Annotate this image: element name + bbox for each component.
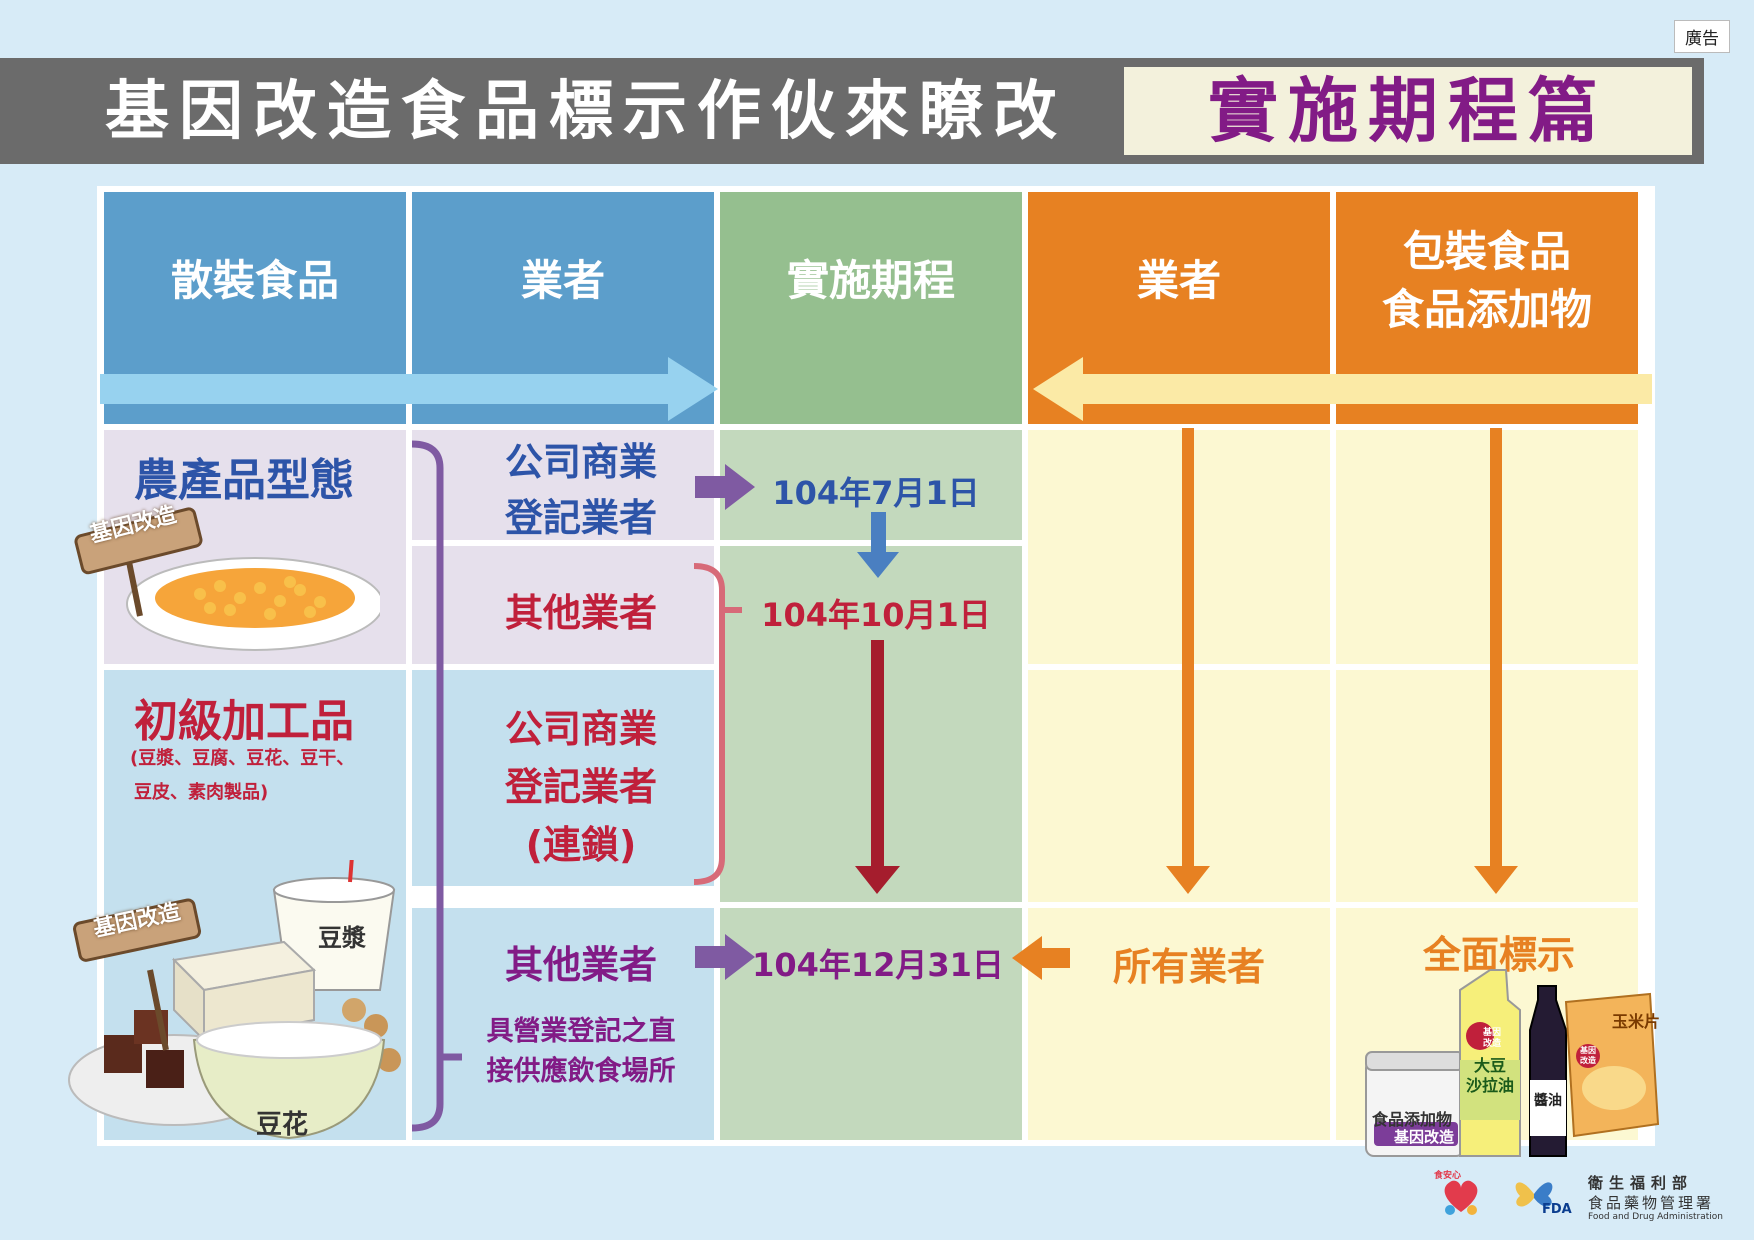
cornflakes-gmo-badge-line2: 改造 (1580, 1056, 1596, 1065)
arrow-operator-down (1166, 428, 1210, 894)
date-2: 104年10月1日 (761, 596, 991, 634)
salad-oil-line2: 沙拉油 (1465, 1076, 1514, 1095)
fda-logo-text: FDA (1542, 1202, 1572, 1217)
additive-label: 食品添加物 (1372, 1110, 1453, 1129)
food-safety-logo-icon (1444, 1180, 1478, 1215)
arrow-to-date-1 (695, 464, 755, 510)
cell-other-ops-1 (412, 546, 714, 664)
primary-examples-line1: (豆漿、豆腐、豆花、豆干、 (130, 748, 355, 769)
primary-examples-line2: 豆皮、素肉製品) (134, 782, 269, 803)
fda-butterfly-icon (1515, 1182, 1553, 1207)
header-packaged-line1: 包裝食品 (1402, 227, 1571, 276)
company-reg-1-line1: 公司商業 (504, 440, 657, 484)
ministry-name: 衛生福利部 (1588, 1174, 1694, 1192)
arrow-date1-to-date2 (857, 512, 899, 578)
page-subtitle: 實施期程篇 (1124, 67, 1692, 155)
salad-oil-line1: 大豆 (1473, 1056, 1506, 1075)
company-reg-2-line1: 公司商業 (504, 707, 657, 751)
cell-right-1 (1028, 430, 1330, 664)
company-reg-1-line2: 登記業者 (504, 496, 657, 540)
other-ops-1-label: 其他業者 (504, 591, 657, 635)
arrow-date2-to-date3 (855, 640, 900, 894)
purple-bracket (411, 440, 444, 1132)
agency-name: 食品藥物管理署 (1588, 1194, 1715, 1212)
douhua-label: 豆花 (256, 1110, 309, 1140)
cell-company-reg-1 (412, 430, 714, 540)
header-packaged-line2: 食品添加物 (1381, 285, 1592, 334)
header-schedule: 實施期程 (720, 192, 1022, 424)
date-3: 104年12月31日 (752, 946, 1004, 984)
oil-gmo-badge-line1: 基因 (1482, 1028, 1501, 1038)
cornflakes-gmo-badge-line1: 基因 (1580, 1046, 1596, 1055)
bulk-direction-arrow (100, 357, 718, 421)
direct-supply-label: 具營業登記之直 接供應飲食場所 (462, 1012, 700, 1092)
company-reg-2-line3: (連鎖) (525, 823, 637, 867)
cornflakes-gmo-badge: 基因 改造 (1580, 1046, 1596, 1066)
all-ops-label: 所有業者 (1112, 945, 1265, 989)
cornflakes-label: 玉米片 (1612, 1012, 1661, 1031)
cell-right-4 (1336, 670, 1638, 902)
header-operator-right-label: 業者 (1136, 256, 1221, 305)
date-1: 104年7月1日 (772, 474, 980, 512)
oil-gmo-badge: 基因 改造 (1472, 1028, 1512, 1050)
cell-all-ops (1028, 908, 1330, 1140)
direct-supply-line2: 接供應飲食場所 (486, 1056, 676, 1087)
advertisement-badge: 廣告 (1674, 20, 1730, 53)
cell-date-3 (720, 908, 1022, 1140)
company-reg-2-line2: 登記業者 (504, 765, 657, 809)
red-bracket (693, 563, 725, 885)
company-reg-1-label: 公司商業 登記業者 (470, 434, 692, 546)
direct-supply-line1: 具營業登記之直 (486, 1016, 676, 1047)
cell-right-2 (1028, 670, 1330, 902)
agri-form-label: 農產品型態 (134, 455, 354, 506)
oil-gmo-badge-line2: 改造 (1482, 1039, 1501, 1049)
cell-company-reg-2 (412, 670, 714, 886)
header-operator-left-label: 業者 (520, 256, 605, 305)
cell-right-3 (1336, 430, 1638, 664)
arrow-to-date-3 (695, 934, 755, 980)
additive-gmo-label: 基因改造 (1394, 1128, 1455, 1146)
arrow-packaged-down (1474, 428, 1518, 894)
arrow-all-ops-to-date3 (1012, 936, 1070, 980)
page-title: 基因改造食品標示作伙來瞭改 (105, 75, 1067, 149)
header-schedule-label: 實施期程 (786, 256, 955, 305)
soy-sauce-label: 醬油 (1534, 1093, 1562, 1109)
soymilk-label: 豆漿 (318, 924, 366, 952)
cell-other-ops-2 (412, 908, 714, 1140)
other-ops-2-label: 其他業者 (504, 943, 657, 987)
company-reg-2-label: 公司商業 登記業者 (連鎖) (470, 700, 692, 874)
packaged-direction-arrow (1033, 357, 1652, 421)
soy-products-illustration (68, 860, 401, 1140)
primary-processed-label: 初級加工品 (134, 696, 354, 747)
food-safety-logo-text: 食安心 (1434, 1171, 1462, 1181)
salad-oil-label: 大豆 沙拉油 (1460, 1056, 1520, 1096)
header-bulk-food-label: 散裝食品 (170, 256, 339, 305)
gmo-corn-plate-illustration (74, 507, 380, 651)
agency-name-en: Food and Drug Administration (1588, 1212, 1723, 1222)
packaged-products-illustration (1365, 969, 1660, 1157)
